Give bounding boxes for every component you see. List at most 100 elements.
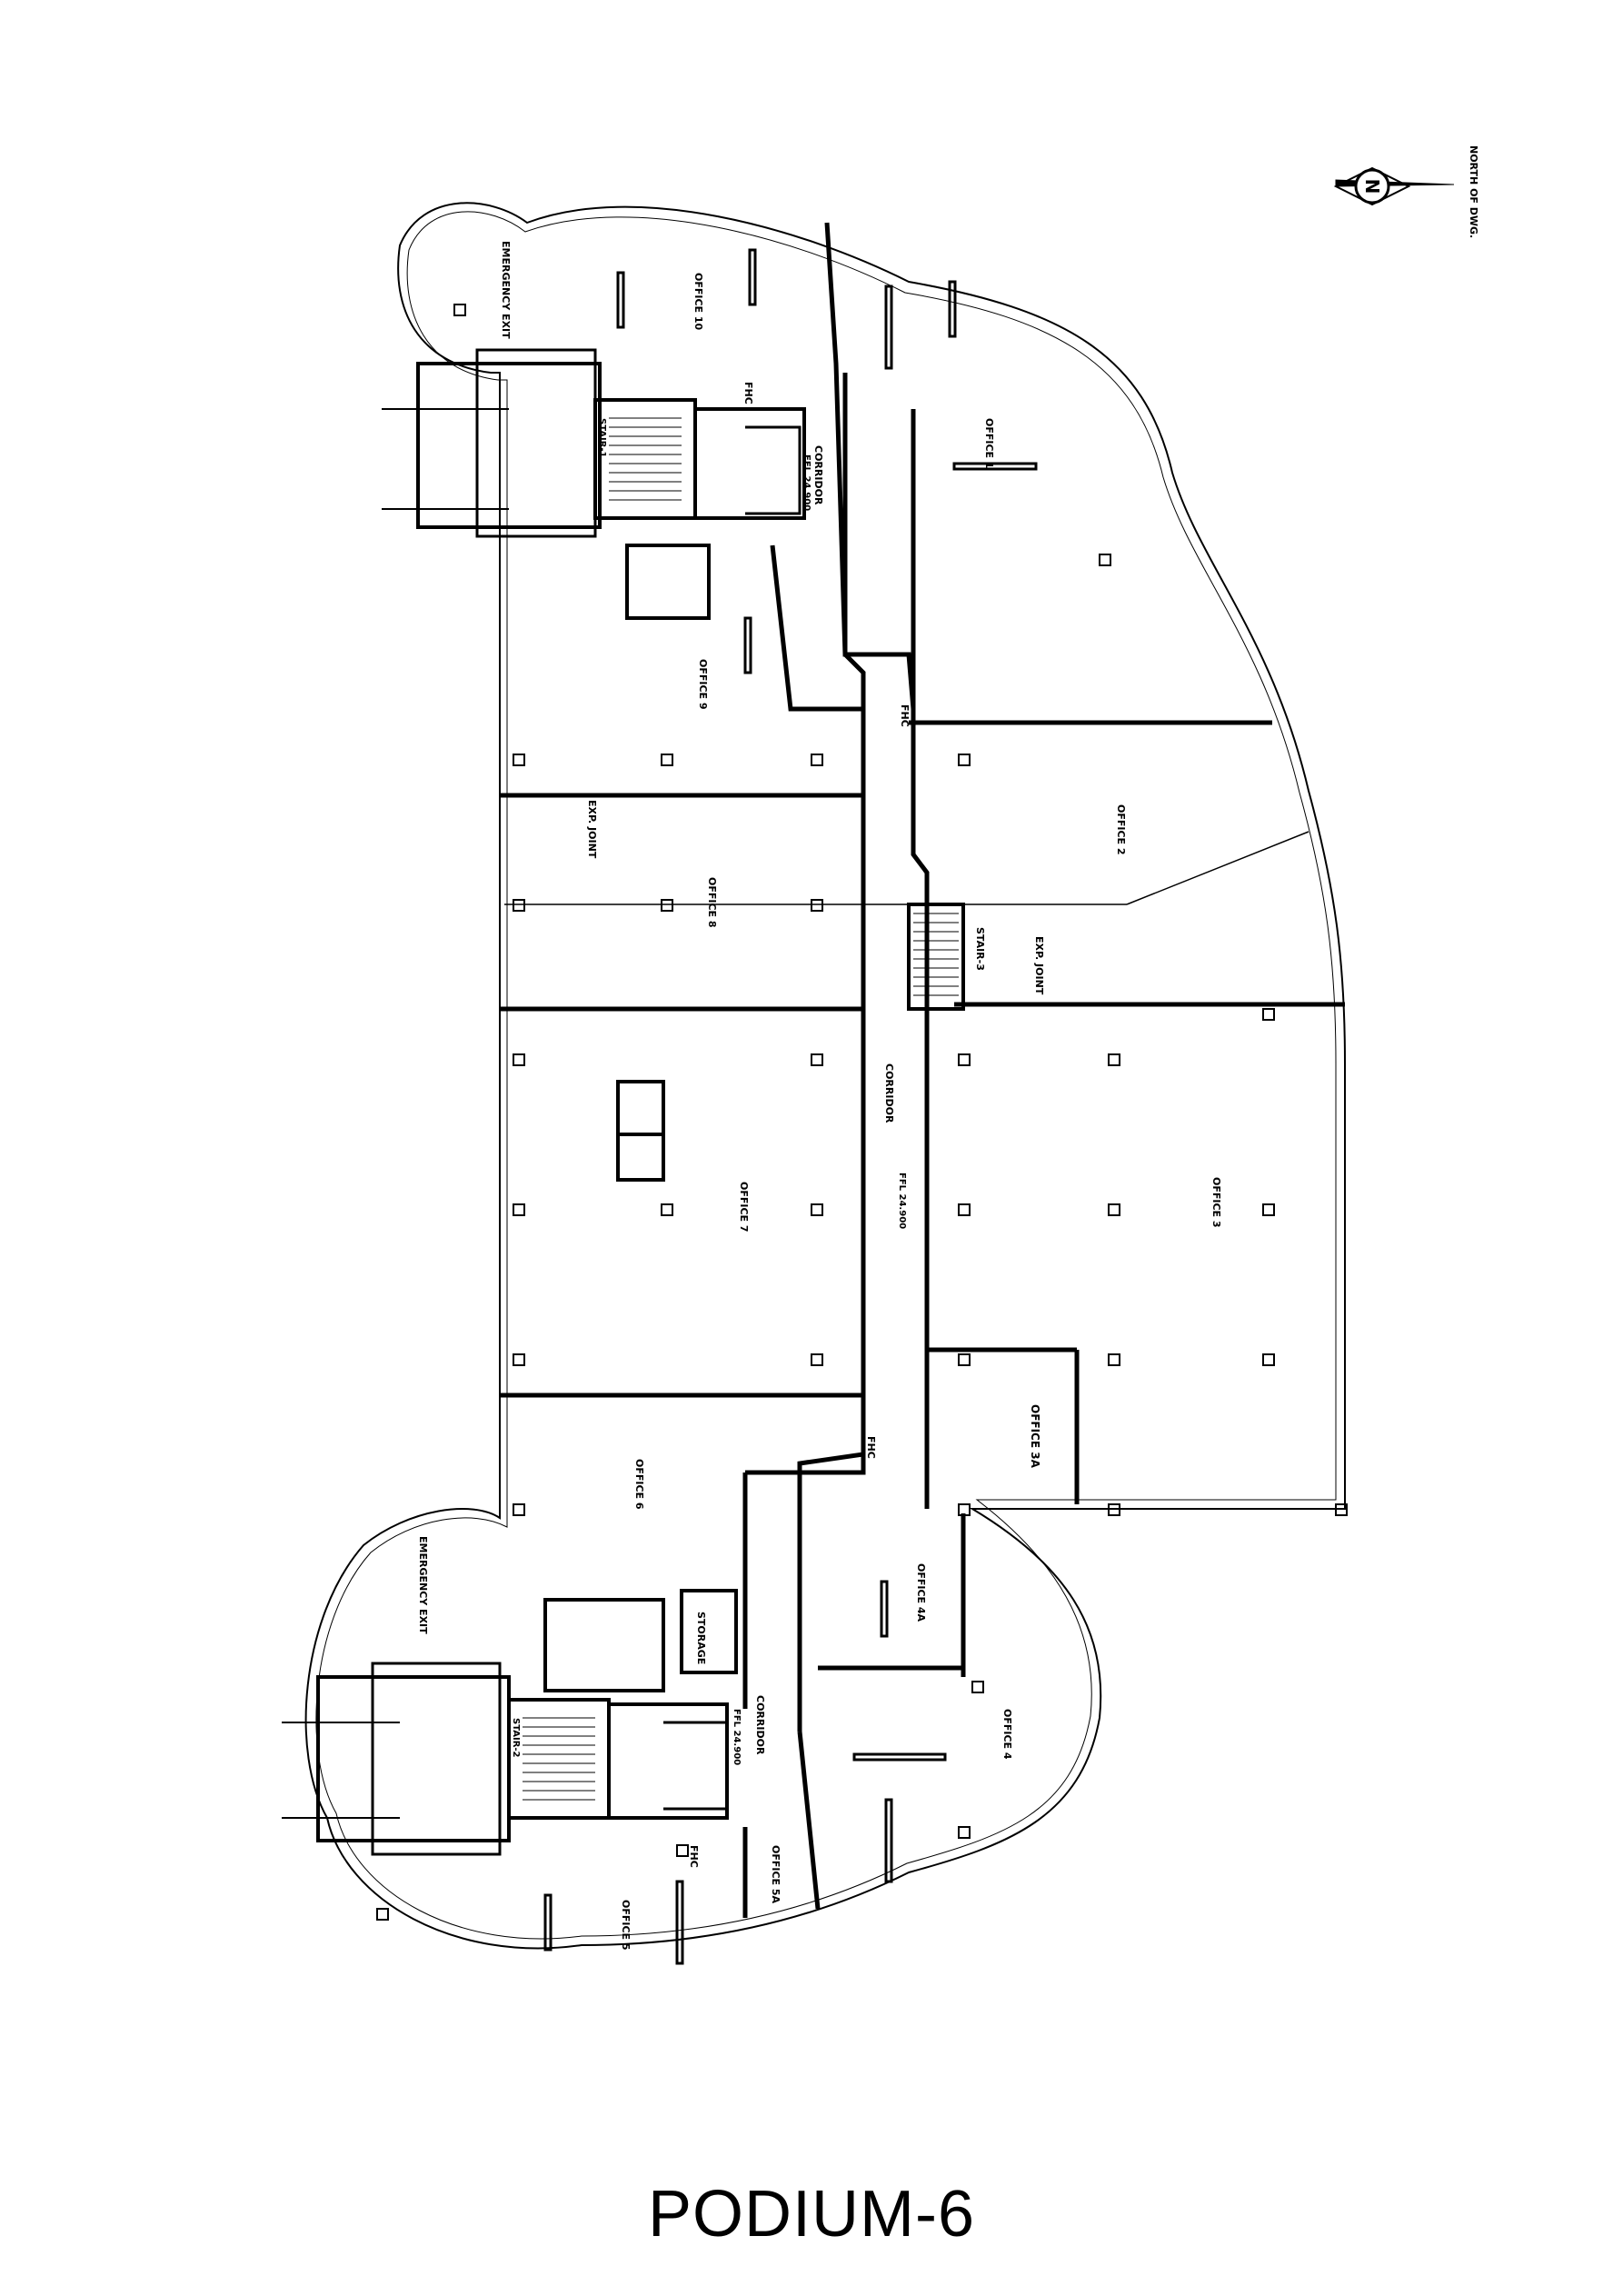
wall (797, 1731, 821, 1910)
room-labels: OFFICE 1 OFFICE 2 OFFICE 3 OFFICE 3A OFF… (417, 241, 1222, 1951)
storage-room (680, 1589, 738, 1674)
column (958, 1203, 971, 1216)
column (958, 754, 971, 766)
room-label-office-9: OFFICE 9 (697, 659, 709, 710)
column (811, 754, 823, 766)
exp-joint-label-1: EXP. JOINT (586, 800, 598, 859)
stair-1-treads (609, 417, 682, 501)
column (513, 1053, 525, 1066)
column (1099, 554, 1111, 566)
north-star-icon (1333, 166, 1411, 206)
shaft (616, 1133, 665, 1182)
column (1262, 1353, 1275, 1366)
office-1-boundary (824, 222, 916, 710)
column (958, 1053, 971, 1066)
office-9-boundary (770, 544, 863, 712)
column (513, 1353, 525, 1366)
partition (616, 271, 625, 329)
column (513, 754, 525, 766)
column (971, 1681, 984, 1693)
column (661, 1203, 673, 1216)
ffl-label-3: FFL 24.900 (732, 1709, 742, 1765)
office-6-boundary (742, 1395, 866, 1709)
core-block (416, 362, 602, 529)
corridor-label-central: CORRIDOR (883, 1063, 895, 1123)
stair-3-box (907, 903, 965, 1011)
corridor-label-south: CORRIDOR (754, 1695, 766, 1755)
room-label-office-4: OFFICE 4 (1001, 1709, 1013, 1760)
expansion-joint (504, 831, 1309, 905)
room-label-office-2: OFFICE 2 (1115, 804, 1127, 855)
ffl-label-2: FFL 24.900 (897, 1173, 907, 1229)
stair-3 (907, 903, 965, 1011)
column (376, 1908, 389, 1921)
lift-lobby (693, 407, 806, 520)
column (661, 899, 673, 912)
service-room (543, 1598, 665, 1692)
column (513, 1503, 525, 1516)
north-letter: N (1361, 179, 1383, 195)
lift-shaft-curve (663, 1721, 729, 1811)
corridor-wall-west (797, 373, 866, 1732)
stair-1-label: STAIR-1 (597, 418, 607, 458)
partition (880, 1580, 889, 1638)
partition (748, 248, 757, 306)
room-label-office-5a: OFFICE 5A (770, 1845, 782, 1904)
stair-3-label: STAIR-3 (974, 927, 986, 971)
room-label-office-8: OFFICE 8 (706, 877, 718, 928)
column (811, 1203, 823, 1216)
room-label-office-3a: OFFICE 3A (1029, 1404, 1041, 1469)
fhc-label-4: FHC (688, 1845, 700, 1868)
column (1108, 1053, 1120, 1066)
room-label-office-3: OFFICE 3 (1210, 1177, 1222, 1228)
north-arrow-icon (1335, 179, 1455, 187)
ffl-label-1: FFL 24.900 (802, 454, 812, 511)
column (958, 1503, 971, 1516)
partition (948, 280, 957, 338)
core-block (371, 1662, 502, 1856)
partition (852, 1752, 947, 1762)
stair-2-treads (523, 1717, 595, 1801)
column (811, 1053, 823, 1066)
outer-wall-inner (315, 211, 1337, 1940)
column (1108, 1203, 1120, 1216)
service-room (625, 544, 711, 620)
partition (675, 1880, 684, 1965)
stair-2-label: STAIR-2 (511, 1718, 521, 1758)
partitions (543, 248, 1038, 1965)
north-core (382, 348, 806, 620)
drawing-title: PODIUM-6 (647, 2178, 976, 2251)
office-7-shafts (616, 1080, 665, 1182)
partition (743, 616, 752, 674)
column (811, 1353, 823, 1366)
column (811, 899, 823, 912)
columns (376, 304, 1348, 1921)
room-label-office-10: OFFICE 10 (692, 273, 704, 331)
column (958, 1826, 971, 1839)
column (958, 1353, 971, 1366)
north-arrow: N NORTH OF DWG. (1333, 145, 1479, 238)
column (513, 899, 525, 912)
room-label-office-1: OFFICE 1 (983, 418, 995, 469)
column (513, 1203, 525, 1216)
core-block (316, 1675, 511, 1842)
room-label-office-6: OFFICE 6 (633, 1459, 645, 1510)
joint-line (1126, 831, 1309, 905)
column (661, 754, 673, 766)
column (676, 1844, 689, 1857)
interior-walls (500, 222, 1345, 1918)
column (1335, 1503, 1348, 1516)
shaft (616, 1080, 665, 1136)
lift-shaft-curve (745, 425, 802, 515)
south-core (282, 1589, 738, 1856)
partition (884, 1798, 893, 1883)
exp-joint-label-2: EXP. JOINT (1033, 936, 1045, 995)
column (1108, 1353, 1120, 1366)
corridor-label-north: CORRIDOR (812, 445, 824, 505)
fhc-label-2: FHC (899, 704, 911, 727)
fhc-label-3: FHC (865, 1436, 877, 1459)
fhc-label-1: FHC (742, 382, 754, 404)
storage-label: STORAGE (695, 1612, 707, 1664)
room-label-office-5: OFFICE 5 (620, 1900, 632, 1951)
